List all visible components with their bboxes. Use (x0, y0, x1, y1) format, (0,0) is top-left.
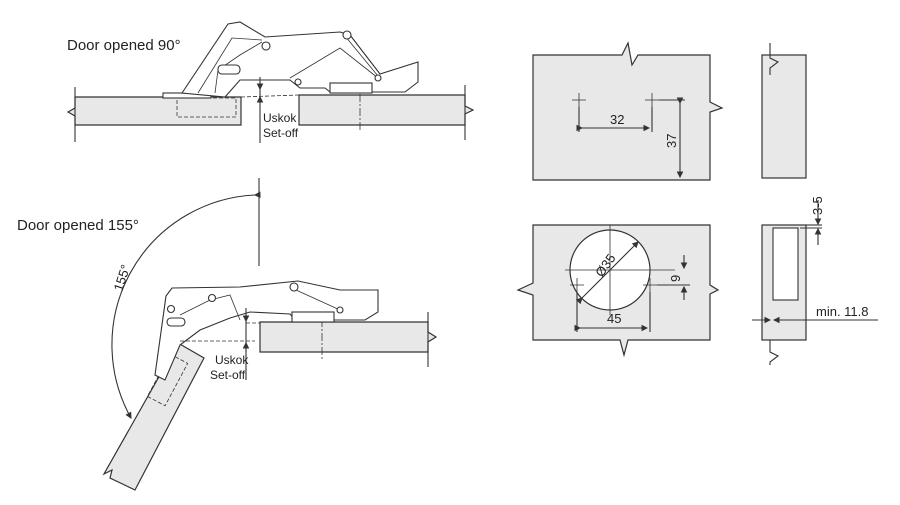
setoff-label-line1: Uskok (263, 111, 297, 125)
title-door-90: Door opened 90° (67, 37, 181, 54)
cup-drilling-detail: Ø35 45 9 3-5 min. 11.8 (516, 196, 878, 365)
cup-recess (176, 97, 237, 118)
setoff-label-line2: Set-off (263, 126, 299, 140)
setoff-label-line1: Uskok (215, 353, 249, 367)
hole-spacing-dimension: 32 (610, 112, 624, 127)
door-panel (66, 96, 242, 126)
spacing-dimension: 45 (607, 311, 621, 326)
setoff-label-line2: Set-off (210, 368, 246, 382)
title-door-155: Door opened 155° (17, 217, 139, 234)
cabinet-side-panel (259, 321, 438, 353)
opening-angle-arc (111, 191, 261, 419)
edge-distance-dimension: 37 (664, 134, 679, 148)
hinge-mechanism-icon (162, 21, 419, 99)
hinge-mechanism-icon (154, 280, 379, 381)
setback-dimension: 3-5 (810, 196, 825, 215)
plate-side-section (761, 54, 807, 179)
cabinet-side-panel (298, 94, 475, 126)
offset-dimension: 9 (668, 275, 683, 282)
door-opened-90-view: Door opened 90° Uskok Set-off (66, 21, 475, 143)
door-panel-angled (102, 342, 205, 491)
min-thickness-dimension: min. 11.8 (816, 304, 869, 319)
angle-label: 155° (111, 263, 134, 293)
plate-drilling-detail: 32 37 (532, 41, 807, 181)
door-opened-155-view: Door opened 155° 155° Uskok Set-off (17, 178, 438, 491)
